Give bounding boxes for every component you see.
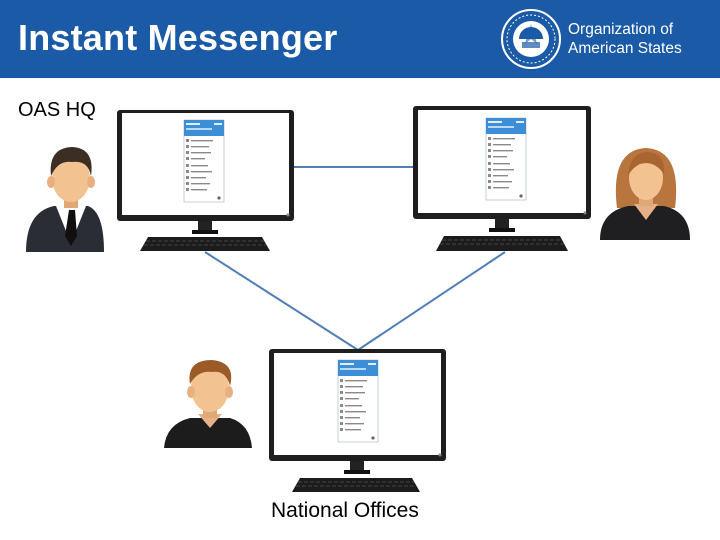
keyboard-icon [292,478,420,492]
man-icon [164,360,252,448]
woman-icon [600,148,690,240]
businessman-icon [26,147,104,252]
keyboard-icon [436,236,568,251]
org-name-line1: Organization of [568,21,674,38]
national-offices-label: National Offices [271,499,419,522]
org-name-line2: American States [568,40,682,57]
oas-hq-label: OAS HQ [18,99,96,121]
messenger-window-icon [337,359,379,443]
messenger-window-icon [485,117,527,201]
computer-national [269,349,446,492]
page-title: Instant Messenger [18,17,338,58]
link-right-national [357,251,506,351]
computer-hq-right [413,106,591,251]
org-name: Organization of American States [568,20,682,58]
computer-hq-left [117,110,294,251]
keyboard-icon [140,237,270,251]
link-left-national [204,251,359,351]
messenger-window-icon [183,119,225,203]
header-bar: Instant Messenger Organization of Americ… [0,0,720,78]
oas-seal-icon [501,9,561,69]
